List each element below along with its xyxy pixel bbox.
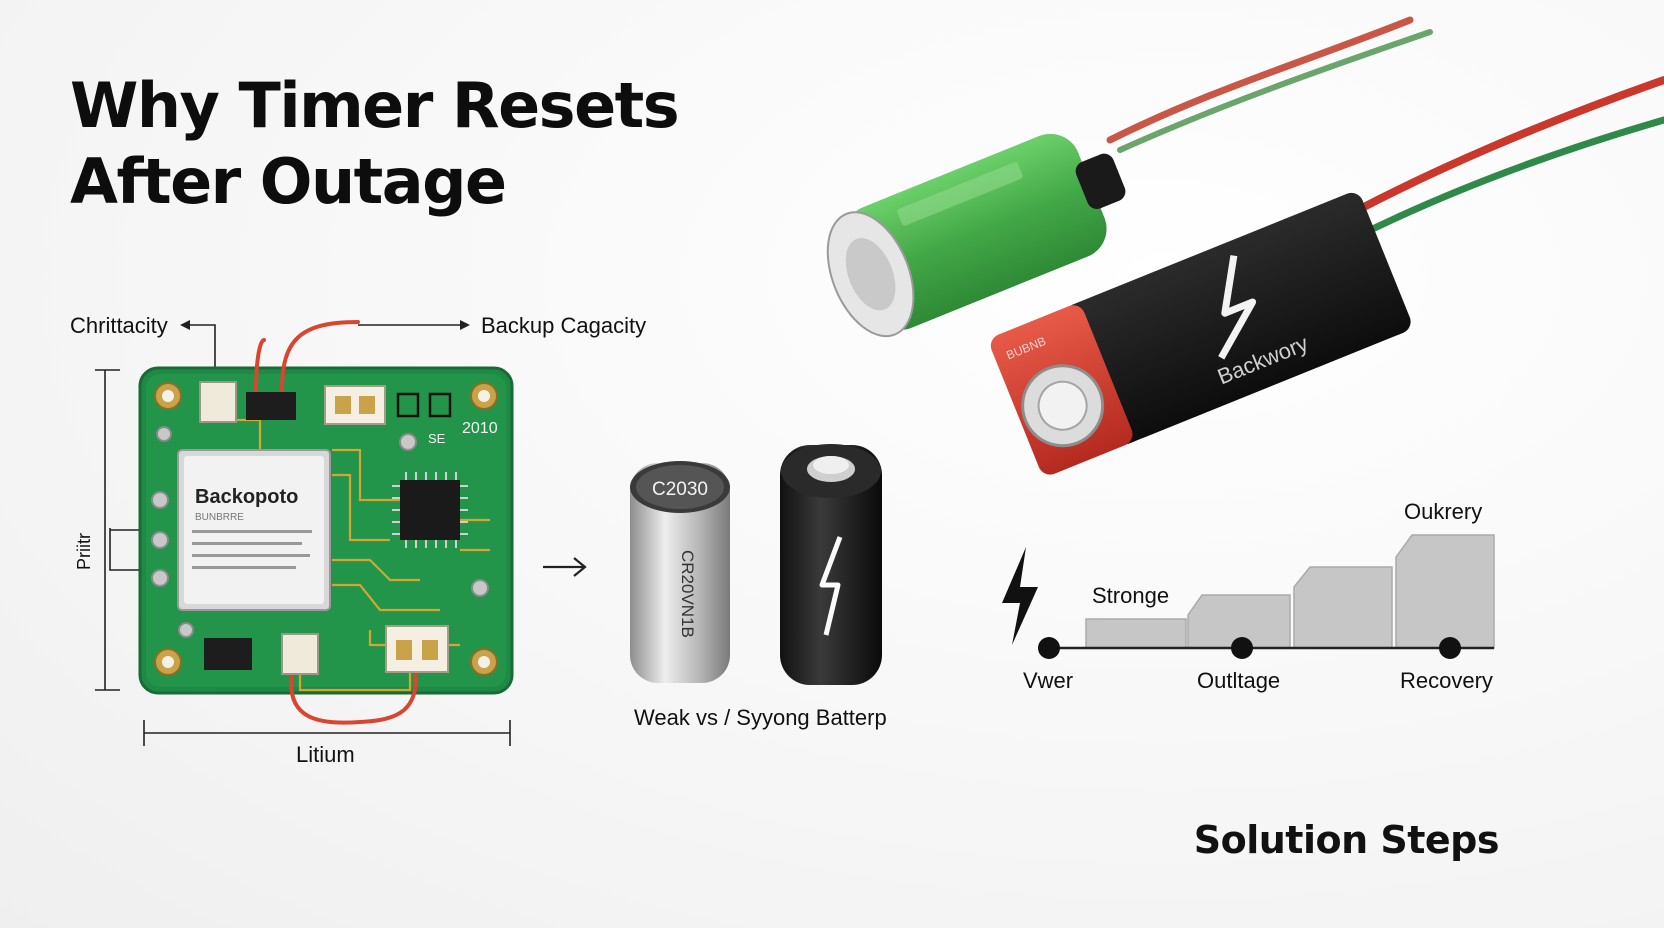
timeline-point-power bbox=[1038, 637, 1060, 659]
power-lightning-icon bbox=[1002, 547, 1038, 645]
timeline-mid-label: Stronge bbox=[1092, 583, 1170, 608]
board-label-side: Priitr bbox=[74, 533, 94, 570]
arrow-right-icon bbox=[540, 552, 590, 587]
board-se-label: SE bbox=[428, 431, 446, 446]
backup-box-battery: Backwory BUBNB bbox=[990, 192, 1411, 475]
strong-battery bbox=[780, 444, 882, 685]
timeline-point-recovery bbox=[1439, 637, 1461, 659]
weak-battery: C2030 CR20VN1B bbox=[630, 461, 730, 683]
battery-comparison: C2030 CR20VN1B bbox=[620, 425, 920, 700]
timeline-label-recovery: Recovery bbox=[1400, 668, 1493, 693]
board-code-label: 2010 bbox=[462, 420, 498, 437]
green-battery bbox=[826, 133, 1126, 338]
circuit-board-illustration: Backopoto BUNBRRE 2010 SE bbox=[60, 300, 680, 820]
chip-subtitle: BUNBRRE bbox=[195, 512, 244, 523]
title-line-2: After Outage bbox=[70, 145, 507, 218]
outage-timeline bbox=[990, 495, 1520, 695]
board-label-top-left: Chrittacity bbox=[70, 313, 168, 338]
solution-steps-heading: Solution Steps bbox=[1193, 818, 1500, 862]
timeline-label-outage: Outltage bbox=[1197, 668, 1281, 693]
timeline-top-label: Oukrery bbox=[1404, 499, 1483, 524]
lightning-bolt-icon bbox=[819, 536, 843, 636]
battery-caption: Weak vs / Syyong Batterp bbox=[634, 705, 887, 730]
title-line-1: Why Timer Resets bbox=[70, 69, 680, 142]
box-lightning-icon bbox=[1218, 255, 1257, 360]
weak-battery-side-label: CR20VN1B bbox=[678, 550, 697, 638]
timeline-label-power: Vwer bbox=[1023, 668, 1074, 693]
backup-batteries-photo: Backwory BUBNB bbox=[790, 0, 1664, 480]
board-label-bottom: Litium bbox=[296, 742, 355, 767]
weak-battery-top-label: C2030 bbox=[652, 479, 708, 500]
board-label-top-right: Backup Cagacity bbox=[481, 313, 647, 338]
chip-title: Backopoto bbox=[195, 486, 298, 508]
timeline-point-outage bbox=[1231, 637, 1253, 659]
page-title: Why Timer Resets After Outage bbox=[70, 68, 680, 220]
circuit-board-svg: Backopoto BUNBRRE 2010 SE bbox=[95, 320, 514, 746]
